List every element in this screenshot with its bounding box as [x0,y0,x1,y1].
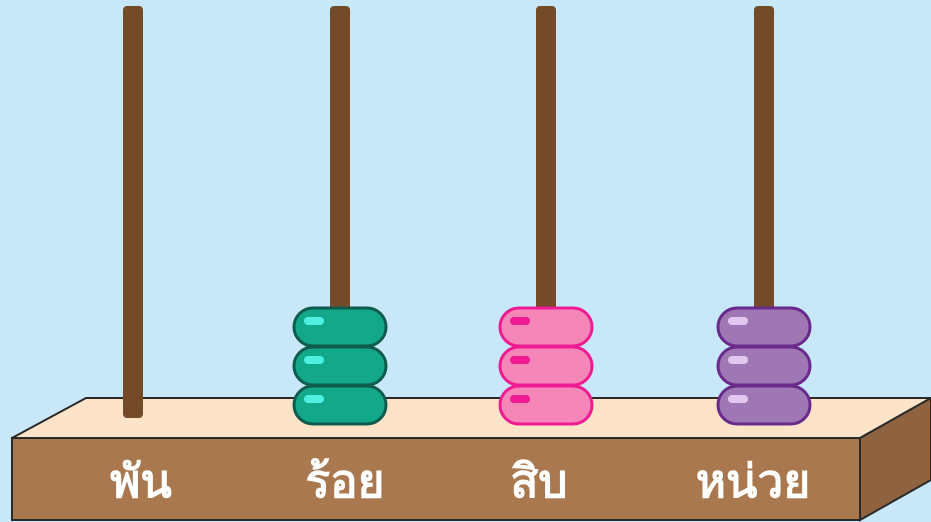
bead-shine [304,356,324,364]
bead-hundreds [292,384,388,426]
rod-thousands [123,6,143,418]
bead-shine [728,317,748,325]
bead-shine [510,356,530,364]
bead-hundreds [292,306,388,348]
bead-ones [716,306,812,348]
bead-tens [498,384,594,426]
bead-tens [498,306,594,348]
bead-shine [510,395,530,403]
abacus-rods [123,6,774,418]
bead-ones [716,345,812,387]
bead-ones [716,384,812,426]
base-side-face [859,396,931,522]
bead-shine [728,395,748,403]
bead-shine [510,317,530,325]
bead-shine [304,317,324,325]
abacus-beads [292,306,812,426]
bead-shine [728,356,748,364]
bead-hundreds [292,345,388,387]
bead-tens [498,345,594,387]
base-front-face [11,437,861,521]
abacus-base [11,396,931,522]
bead-shine [304,395,324,403]
